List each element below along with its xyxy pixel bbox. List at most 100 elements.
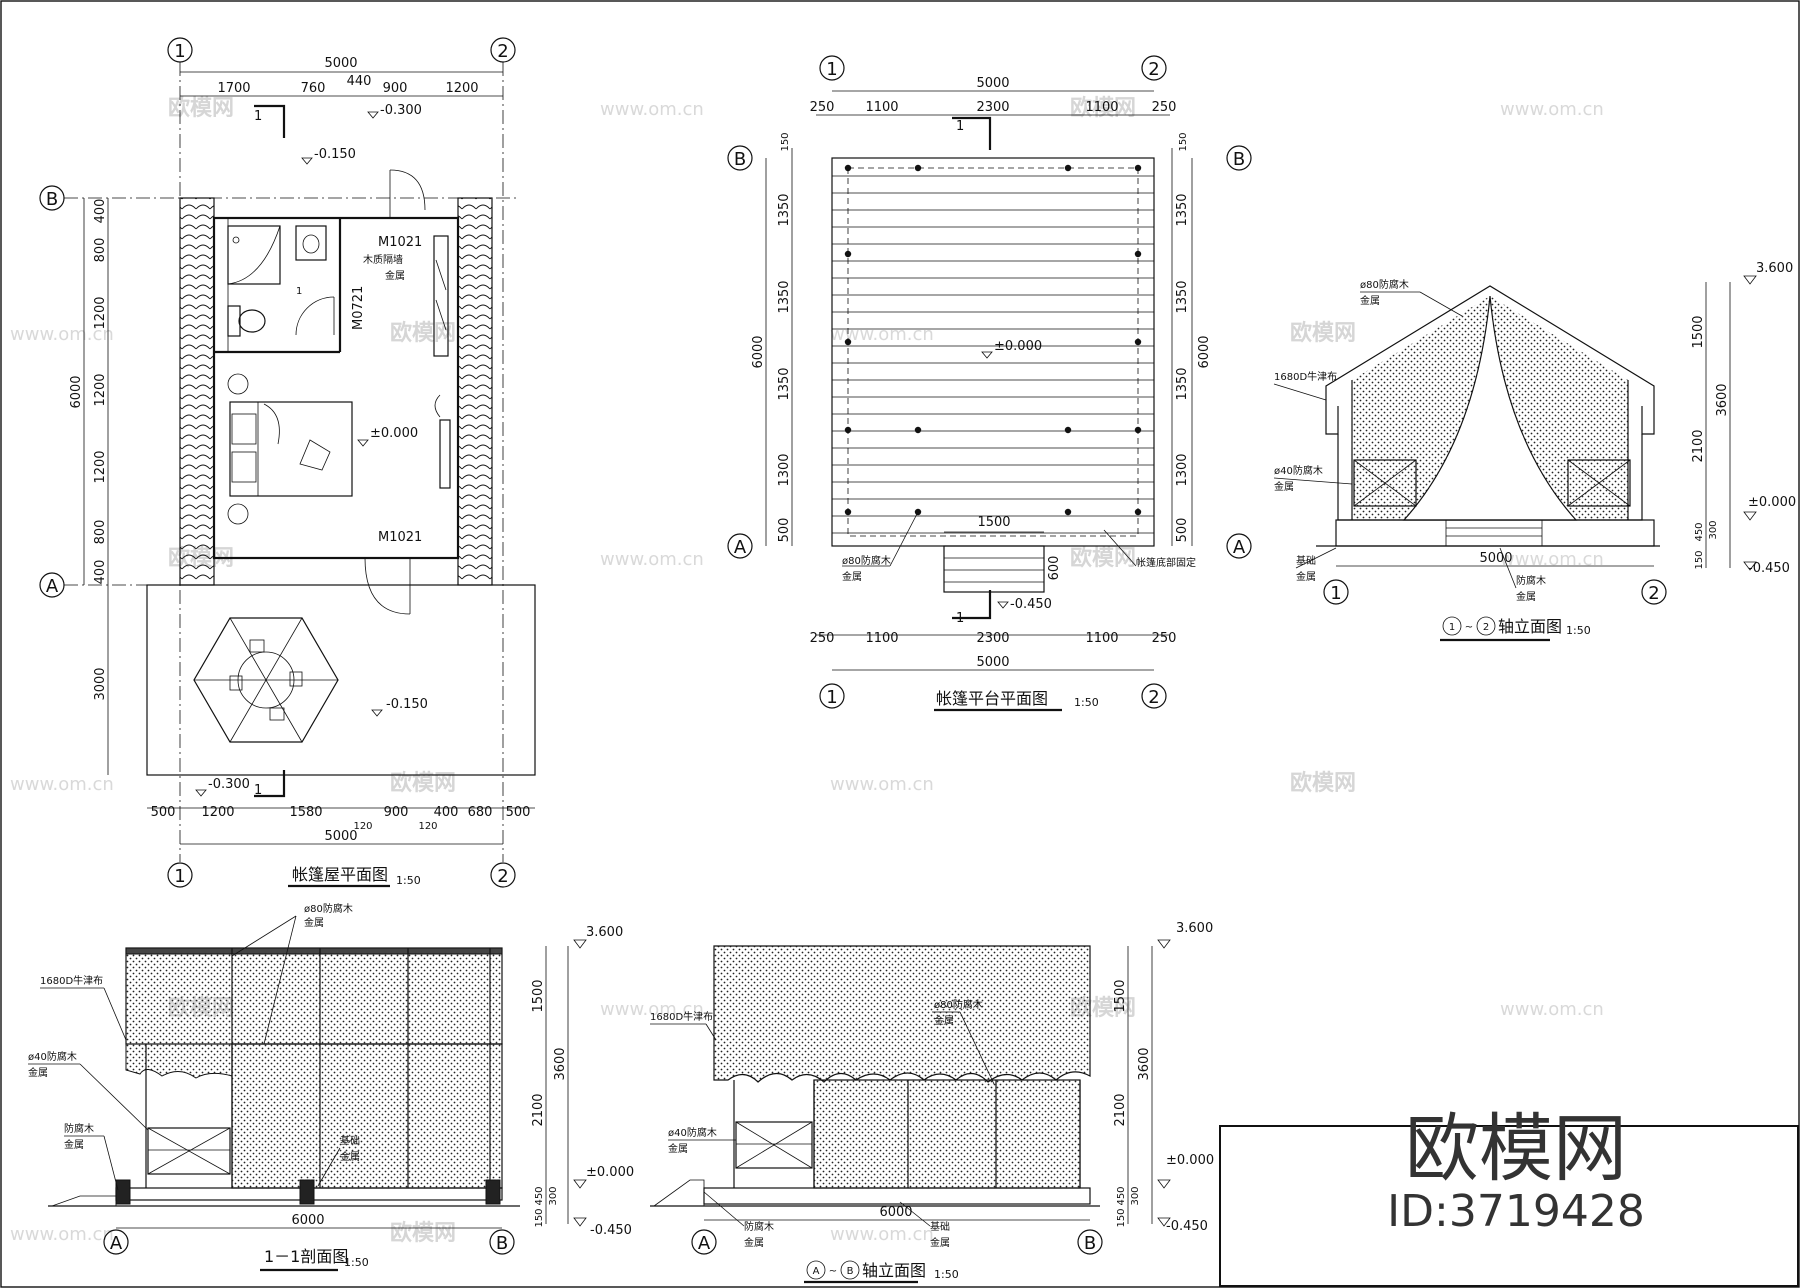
dimension: 1350 bbox=[1175, 367, 1190, 400]
dimension: 900 bbox=[384, 805, 409, 820]
toilet-tank bbox=[227, 305, 241, 337]
dimension: 450 bbox=[534, 1186, 545, 1205]
drawing-title: 帐篷平台平面图 bbox=[936, 689, 1048, 708]
dimension: 300 bbox=[548, 1186, 559, 1205]
deck-post bbox=[1134, 338, 1142, 346]
dimension: 2100 bbox=[1691, 429, 1706, 462]
deck-post bbox=[844, 338, 852, 346]
dimension: 5000 bbox=[1479, 551, 1512, 566]
dimension: 6000 bbox=[751, 335, 766, 368]
section-1-1: 3.600 ±0.000 -0.450 1500 2100 450 150 30… bbox=[28, 902, 634, 1272]
dimension: 500 bbox=[151, 805, 176, 820]
level-marker: ±0.000 bbox=[1166, 1153, 1214, 1168]
railing-x bbox=[1567, 459, 1631, 507]
dimension: 1200 bbox=[201, 805, 234, 820]
deck-post bbox=[914, 426, 922, 434]
dimension: 2300 bbox=[976, 100, 1009, 115]
dimension: 300 bbox=[1130, 1186, 1141, 1205]
nightstand-lamp bbox=[227, 373, 249, 395]
note-label: 防腐木 bbox=[1516, 574, 1546, 587]
note-label: ø80防腐木 bbox=[1360, 278, 1409, 291]
dimension: 1100 bbox=[1085, 631, 1118, 646]
dimension: 2100 bbox=[531, 1093, 546, 1126]
dimension: 1300 bbox=[777, 453, 792, 486]
dimension: 400 bbox=[93, 560, 108, 585]
deck-post bbox=[1134, 250, 1142, 258]
dimension: 1350 bbox=[777, 367, 792, 400]
deck-post bbox=[1134, 508, 1142, 516]
note-label: 1680D牛津布 bbox=[40, 974, 103, 987]
drawing-title: 帐篷屋平面图 bbox=[292, 865, 388, 884]
watermark-url: www.om.cn bbox=[1500, 99, 1604, 120]
dimension: 6000 bbox=[879, 1205, 912, 1220]
wardrobe bbox=[439, 419, 451, 489]
dimension: 1580 bbox=[289, 805, 322, 820]
axis-label: B bbox=[496, 1233, 508, 1254]
door-label: M1021 bbox=[378, 235, 422, 250]
dimension: 760 bbox=[301, 81, 326, 96]
dimension: 400 bbox=[93, 199, 108, 224]
note-label: 防腐木 bbox=[64, 1122, 94, 1135]
stair bbox=[943, 545, 1045, 593]
watermark: 欧模网 bbox=[168, 95, 234, 121]
watermark-url: www.om.cn bbox=[1500, 999, 1604, 1020]
pillow bbox=[231, 451, 257, 483]
axis-label: 1 bbox=[174, 41, 185, 62]
note-label: 木质隔墙 bbox=[363, 253, 403, 266]
deck bbox=[146, 584, 536, 776]
floor-plan: 1 2 1 2 B A 5000 1700 760 440 900 1200 6… bbox=[39, 37, 536, 888]
drawing-scale: 1:50 bbox=[396, 874, 421, 887]
watermark-url: www.om.cn bbox=[830, 1224, 934, 1245]
dimension: 5000 bbox=[324, 829, 357, 844]
level-marker: 3.600 bbox=[586, 925, 623, 940]
dimension: 6000 bbox=[69, 375, 84, 408]
drawing-title: 轴立面图 bbox=[1498, 617, 1562, 636]
shelf bbox=[433, 235, 449, 357]
level-marker: -0.450 bbox=[1010, 597, 1052, 612]
axis-label: 2 bbox=[497, 866, 508, 887]
deck-post bbox=[844, 164, 852, 172]
dimension: 500 bbox=[777, 518, 792, 543]
fixture-label: 1 bbox=[296, 286, 302, 297]
dimension: 6000 bbox=[1197, 335, 1212, 368]
note-label: ø40防腐木 bbox=[668, 1126, 717, 1139]
watermark: 欧模网 bbox=[1070, 95, 1136, 121]
railing-x bbox=[1353, 459, 1417, 507]
note-label: ø40防腐木 bbox=[1274, 464, 1323, 477]
stair bbox=[652, 1179, 705, 1207]
watermark-url: www.om.cn bbox=[600, 999, 704, 1020]
deck-post bbox=[844, 250, 852, 258]
dimension: 450 bbox=[1694, 522, 1705, 541]
dimension: 1300 bbox=[1175, 453, 1190, 486]
dimension: 680 bbox=[468, 805, 493, 820]
dimension: 2300 bbox=[976, 631, 1009, 646]
axis-label: B bbox=[1084, 1233, 1096, 1254]
dimension: 150 bbox=[1116, 1208, 1127, 1227]
dimension: 3600 bbox=[553, 1047, 568, 1080]
deck-post bbox=[914, 508, 922, 516]
room-outline bbox=[212, 216, 460, 560]
note-label: 1680D牛津布 bbox=[650, 1010, 713, 1023]
title-axis: 2 bbox=[1483, 622, 1489, 633]
dimension: 120 bbox=[418, 821, 437, 832]
title-block-frame bbox=[1219, 1125, 1799, 1287]
section-mark: 1 bbox=[254, 783, 262, 798]
watermark: 欧模网 bbox=[1070, 545, 1136, 571]
level-marker: ±0.000 bbox=[1748, 495, 1796, 510]
platform-base bbox=[703, 1187, 1091, 1205]
door-label: M0721 bbox=[351, 286, 366, 330]
note-label: 金属 bbox=[668, 1142, 688, 1155]
note-label: ø40防腐木 bbox=[28, 1050, 77, 1063]
note-label: 1680D牛津布 bbox=[1274, 370, 1337, 383]
svg-text:~: ~ bbox=[829, 1266, 837, 1277]
dimension: 300 bbox=[1708, 520, 1719, 539]
note-label: 金属 bbox=[64, 1138, 84, 1151]
watermark-url: www.om.cn bbox=[1500, 549, 1604, 570]
dimension: 150 bbox=[1178, 132, 1189, 151]
level-marker: 3.600 bbox=[1176, 921, 1213, 936]
dimension: 3600 bbox=[1715, 383, 1730, 416]
deck-post bbox=[844, 426, 852, 434]
note-label: 基础 bbox=[1296, 554, 1316, 567]
dimension: 1700 bbox=[217, 81, 250, 96]
dimension: 1200 bbox=[93, 296, 108, 329]
